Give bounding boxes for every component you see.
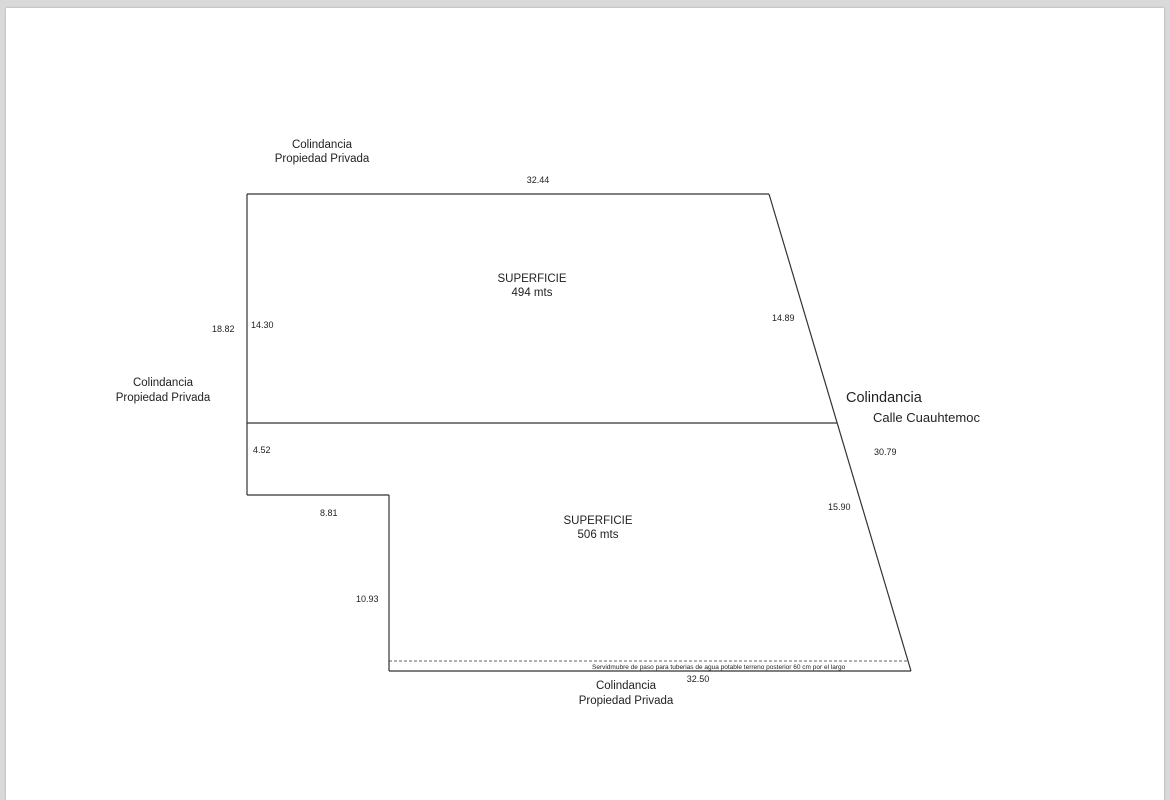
dim-east-upper: 14.89 bbox=[772, 313, 795, 323]
south-boundary-label: Colindancia bbox=[596, 680, 657, 692]
dim-notch-width: 8.81 bbox=[320, 508, 338, 518]
dim-east-total: 30.79 bbox=[874, 447, 897, 457]
dim-notch-height: 10.93 bbox=[356, 594, 379, 604]
lower-lot-title: SUPERFICIE bbox=[563, 515, 632, 527]
dim-bottom: 32.50 bbox=[687, 674, 710, 684]
west-boundary-label: Colindancia bbox=[133, 377, 194, 389]
dim-top: 32.44 bbox=[527, 175, 550, 185]
boundary-east bbox=[768, 193, 912, 672]
upper-lot-area: 494 mts bbox=[512, 287, 553, 299]
dim-east-lower: 15.90 bbox=[828, 502, 851, 512]
dim-west-upper: 14.30 bbox=[251, 320, 274, 330]
dim-west-total: 18.82 bbox=[212, 324, 235, 334]
lower-lot-area: 506 mts bbox=[578, 529, 619, 541]
south-boundary-owner: Propiedad Privada bbox=[579, 695, 674, 707]
dim-west-lower: 4.52 bbox=[253, 445, 271, 455]
east-boundary-label: Colindancia bbox=[846, 390, 923, 406]
west-boundary-owner: Propiedad Privada bbox=[116, 392, 211, 404]
north-boundary-owner: Propiedad Privada bbox=[275, 153, 370, 165]
drawing-page bbox=[6, 8, 1164, 800]
east-boundary-street: Calle Cuauhtemoc bbox=[873, 410, 980, 425]
north-boundary-label: Colindancia bbox=[292, 139, 353, 151]
upper-lot-title: SUPERFICIE bbox=[497, 273, 566, 285]
easement-note: Servidmubre de paso para tuberias de agu… bbox=[592, 664, 846, 671]
